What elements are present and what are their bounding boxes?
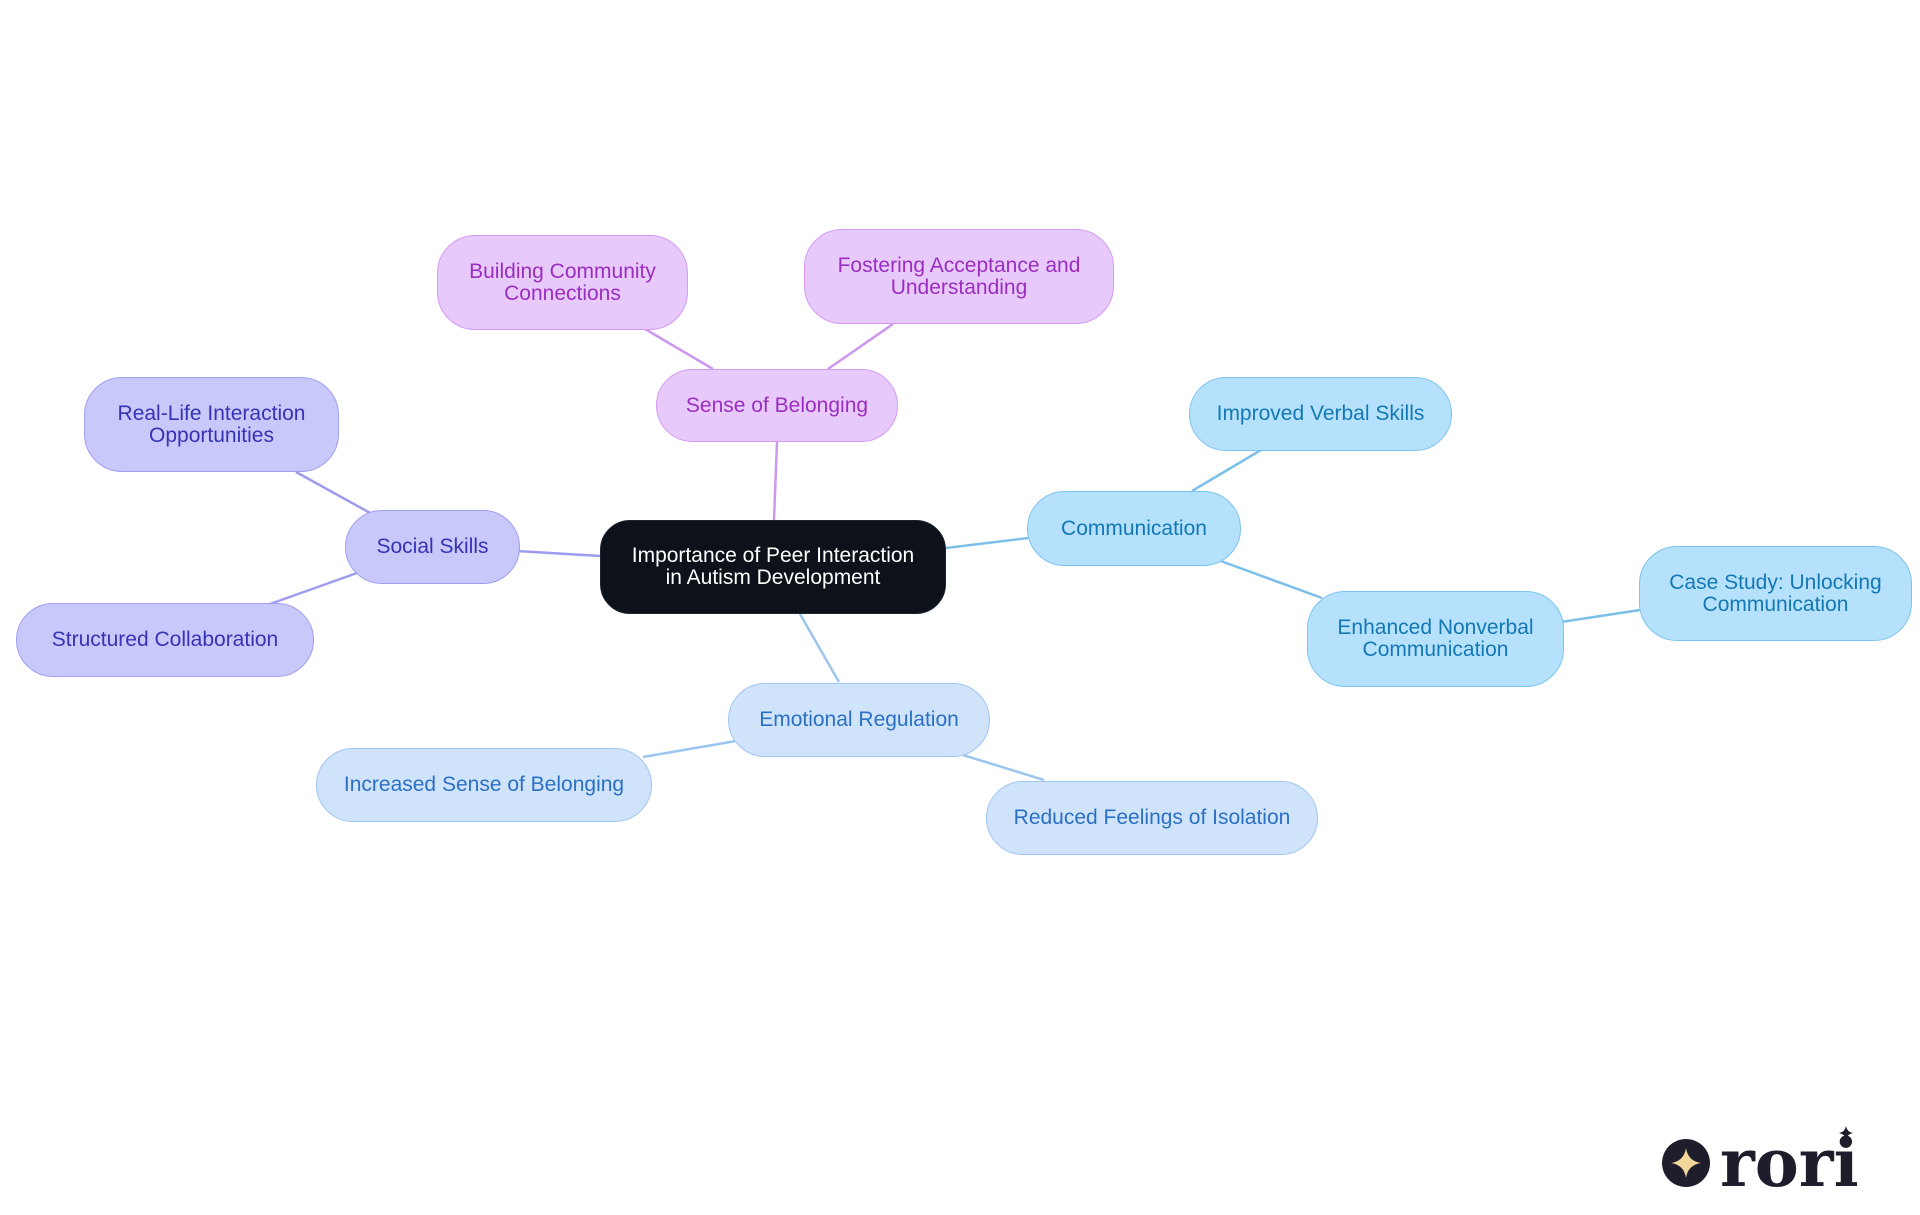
node-label: Fostering Acceptance and Understanding [837, 253, 1081, 299]
node-reduced-feelings-of-isolation[interactable]: Reduced Feelings of Isolation [986, 781, 1318, 855]
node-structured-collaboration[interactable]: Structured Collaboration [16, 603, 314, 677]
node-increased-sense-of-belonging[interactable]: Increased Sense of Belonging [316, 748, 652, 822]
node-emotional-regulation[interactable]: Emotional Regulation [728, 683, 990, 757]
logo-wordmark: rori [1720, 1126, 1859, 1188]
rori-logo: rori [1662, 1124, 1862, 1202]
node-fostering-acceptance[interactable]: Fostering Acceptance and Understanding [804, 229, 1114, 324]
node-case-study-unlocking-communication[interactable]: Case Study: Unlocking Communication [1639, 546, 1912, 641]
node-label: Communication [1061, 516, 1207, 540]
edge-social-structured [269, 571, 358, 606]
node-real-life-interaction[interactable]: Real-Life Interaction Opportunities [84, 377, 339, 472]
edge-root-social [516, 549, 601, 558]
edge-communication-verbal [1191, 448, 1262, 493]
node-improved-verbal-skills[interactable]: Improved Verbal Skills [1189, 377, 1452, 451]
edge-belonging-acceptance [827, 322, 894, 371]
edge-emotional-increased [642, 739, 737, 759]
node-label: Increased Sense of Belonging [343, 773, 625, 796]
node-label: Reduced Feelings of Isolation [1013, 806, 1291, 829]
edge-root-emotional [798, 613, 841, 683]
node-label: Case Study: Unlocking Communication [1669, 570, 1882, 616]
node-label: Enhanced Nonverbal Communication [1337, 616, 1534, 661]
edge-emotional-isolation [962, 753, 1045, 782]
edge-belonging-community [644, 327, 714, 371]
root-node[interactable]: Importance of Peer Interaction in Autism… [600, 520, 946, 614]
node-enhanced-nonverbal-communication[interactable]: Enhanced Nonverbal Communication [1307, 591, 1564, 687]
edge-root-belonging [772, 441, 779, 521]
node-sense-of-belonging[interactable]: Sense of Belonging [656, 369, 898, 442]
node-label: Real-Life Interaction Opportunities [117, 401, 306, 447]
edge-root-communication [945, 536, 1029, 550]
node-social-skills[interactable]: Social Skills [345, 510, 520, 584]
node-label: Sense of Belonging [685, 393, 869, 417]
node-communication[interactable]: Communication [1027, 491, 1241, 566]
node-building-community-connections[interactable]: Building Community Connections [437, 235, 688, 330]
node-label: Structured Collaboration [51, 628, 279, 651]
node-label: Building Community Connections [469, 259, 656, 305]
root-node-label: Importance of Peer Interaction in Autism… [631, 544, 915, 589]
edge-nonverbal-casestudy [1560, 608, 1641, 624]
node-label: Social Skills [376, 535, 489, 558]
edge-social-reallife [295, 470, 373, 516]
node-label: Emotional Regulation [759, 708, 959, 731]
edge-communication-nonverbal [1217, 558, 1323, 600]
node-label: Improved Verbal Skills [1216, 402, 1425, 425]
